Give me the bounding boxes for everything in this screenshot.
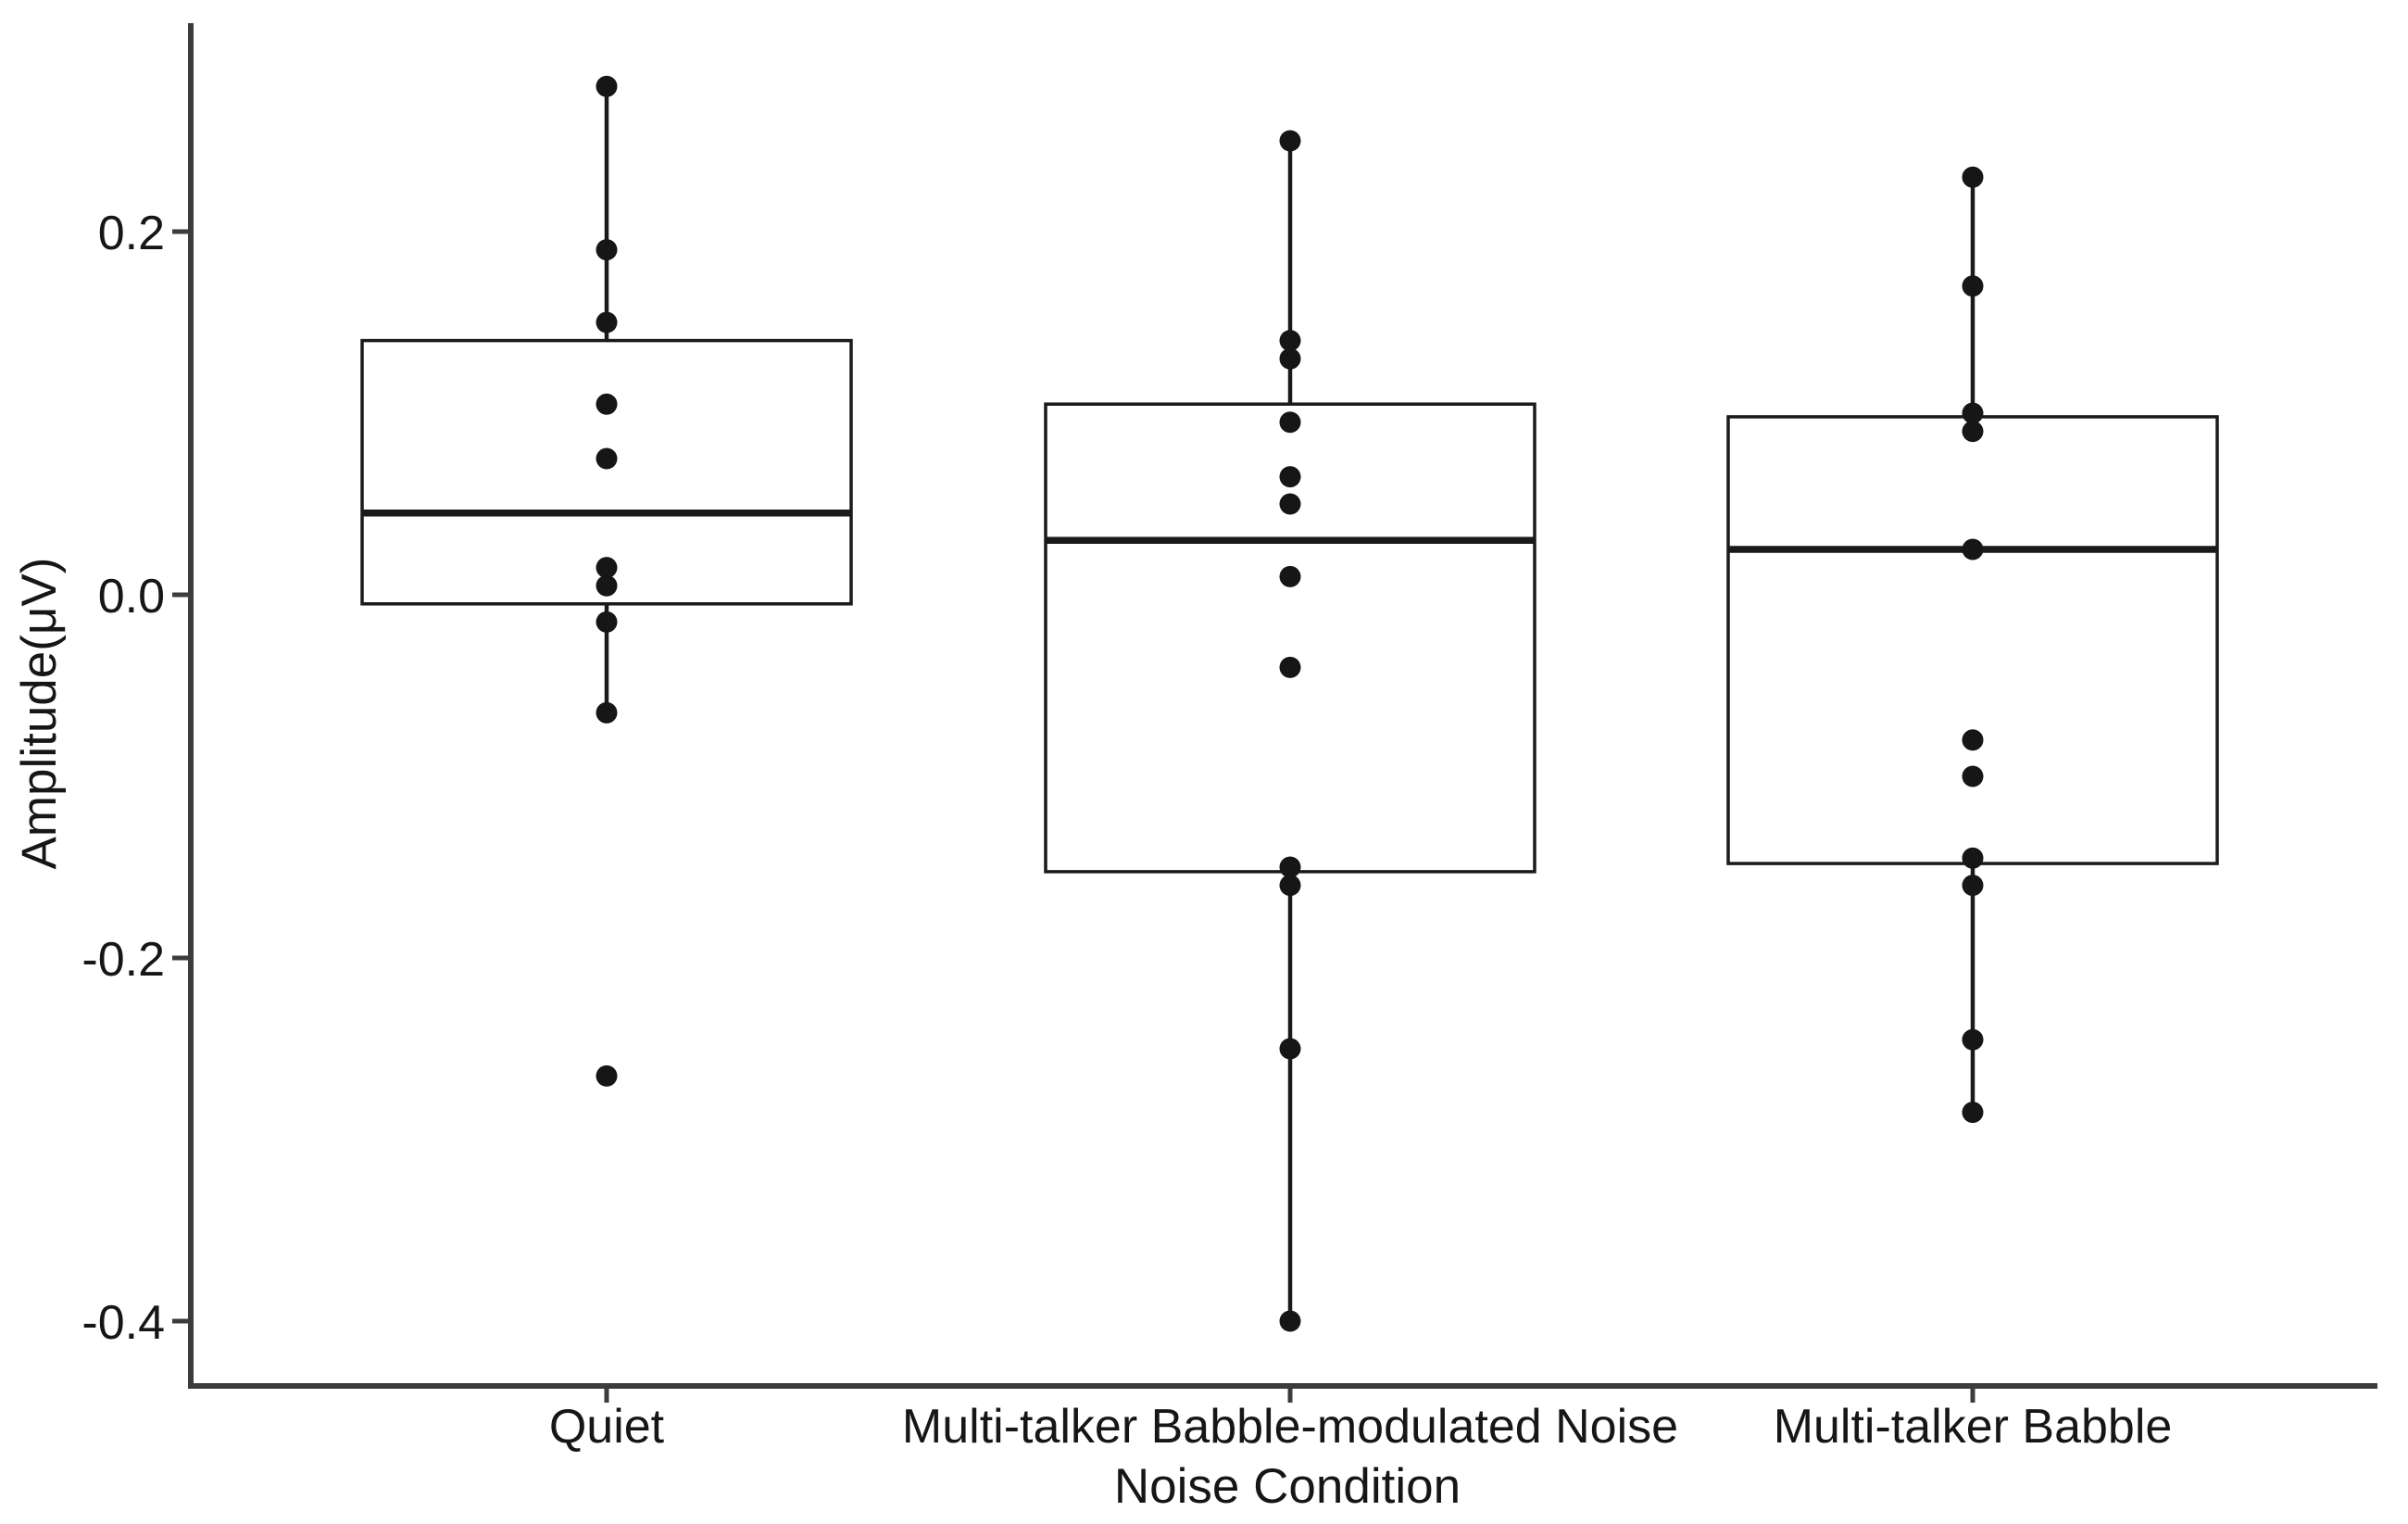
data-point-multi-talker-babble-modulated-noise	[1279, 1310, 1301, 1332]
data-point-multi-talker-babble	[1962, 166, 1984, 188]
data-point-multi-talker-babble-modulated-noise	[1279, 875, 1301, 897]
data-point-multi-talker-babble-modulated-noise	[1279, 330, 1301, 352]
data-point-multi-talker-babble-modulated-noise	[1279, 347, 1301, 370]
data-point-multi-talker-babble	[1962, 875, 1984, 897]
y-tick-label: 0.2	[98, 207, 165, 260]
x-category-label: Quiet	[549, 1400, 665, 1454]
x-axis-title: Noise Condition	[1114, 1459, 1461, 1514]
data-point-multi-talker-babble-modulated-noise	[1279, 856, 1301, 878]
data-point-multi-talker-babble-modulated-noise	[1279, 411, 1301, 434]
data-point-multi-talker-babble	[1962, 1102, 1984, 1124]
data-point-quiet	[596, 557, 618, 579]
y-tick-label: 0.0	[98, 570, 165, 623]
data-point-multi-talker-babble-modulated-noise	[1279, 1038, 1301, 1060]
y-tick-label: -0.2	[82, 933, 165, 987]
data-point-quiet	[596, 393, 618, 415]
data-point-quiet	[596, 574, 618, 597]
data-point-quiet	[596, 1064, 618, 1087]
data-point-multi-talker-babble-modulated-noise	[1279, 493, 1301, 515]
data-point-multi-talker-babble	[1962, 765, 1984, 787]
data-point-quiet	[596, 701, 618, 724]
y-tick-label: -0.4	[82, 1296, 165, 1350]
data-point-multi-talker-babble-modulated-noise	[1279, 565, 1301, 587]
data-point-multi-talker-babble	[1962, 402, 1984, 424]
y-axis-title: Amplitude(μV)	[12, 558, 67, 870]
data-point-multi-talker-babble-modulated-noise	[1279, 466, 1301, 488]
data-point-quiet	[596, 75, 618, 97]
data-point-multi-talker-babble	[1962, 275, 1984, 297]
data-point-multi-talker-babble-modulated-noise	[1279, 130, 1301, 152]
data-point-multi-talker-babble	[1962, 538, 1984, 560]
data-point-quiet	[596, 239, 618, 261]
x-category-label: Multi-talker Babble-modulated Noise	[902, 1400, 1678, 1454]
data-point-quiet	[596, 311, 618, 334]
data-point-multi-talker-babble-modulated-noise	[1279, 656, 1301, 678]
data-point-multi-talker-babble	[1962, 729, 1984, 751]
x-category-label: Multi-talker Babble	[1774, 1400, 2173, 1454]
data-point-multi-talker-babble	[1962, 847, 1984, 869]
box-multi-talker-babble	[1726, 415, 2219, 865]
data-point-quiet	[596, 611, 618, 633]
data-point-multi-talker-babble	[1962, 1028, 1984, 1051]
data-point-quiet	[596, 447, 618, 470]
data-point-multi-talker-babble	[1962, 421, 1984, 443]
